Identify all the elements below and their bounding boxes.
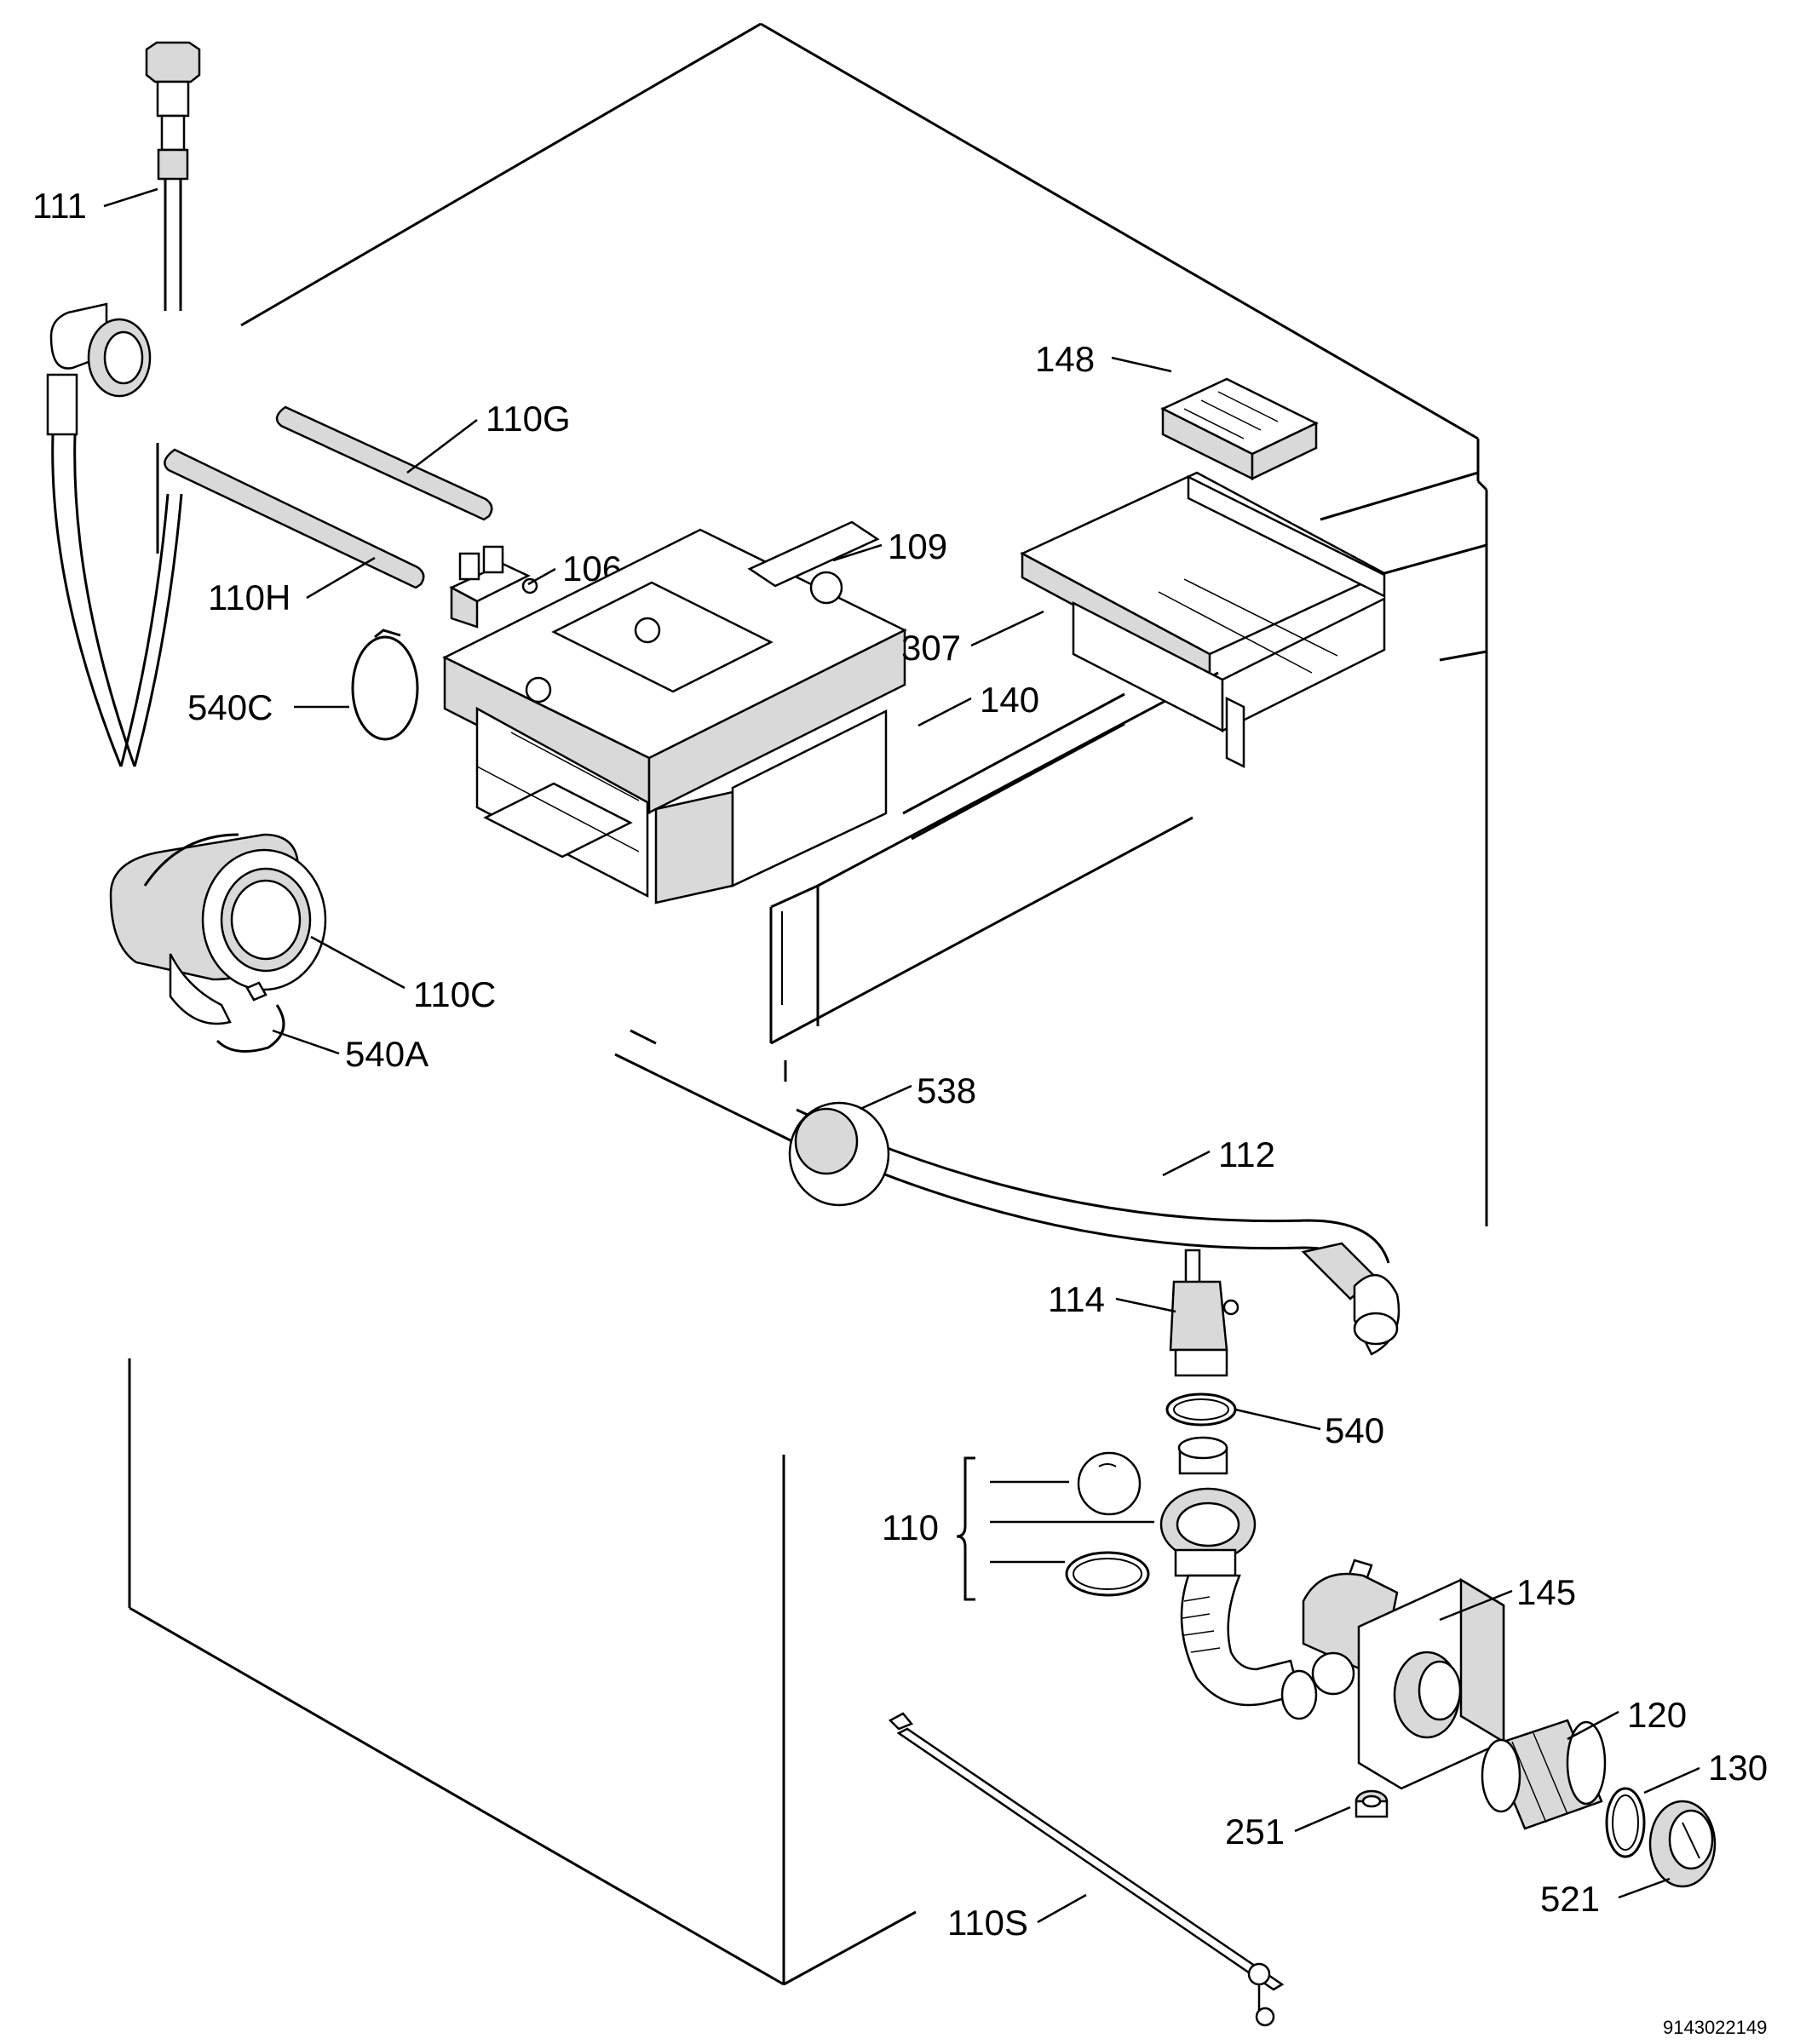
air-chamber-114 bbox=[1169, 1249, 1239, 1377]
leader-109 bbox=[832, 543, 883, 562]
label-540: 540 bbox=[1325, 1410, 1384, 1450]
ring-110 bbox=[1065, 1551, 1150, 1597]
label-148: 148 bbox=[1035, 339, 1095, 379]
inlet-hose-111 bbox=[46, 41, 201, 767]
leader-130 bbox=[1643, 1766, 1700, 1794]
label-110g: 110G bbox=[486, 399, 571, 439]
ball-110 bbox=[1077, 1451, 1142, 1516]
label-110h: 110H bbox=[208, 577, 290, 617]
label-540c: 540C bbox=[187, 687, 273, 727]
valve-106 bbox=[449, 545, 538, 629]
label-111: 111 bbox=[32, 186, 87, 226]
drain-hose-112 bbox=[796, 1108, 1401, 1356]
label-110c: 110C bbox=[413, 974, 496, 1014]
leader-110s bbox=[1037, 1893, 1087, 1924]
seal-130 bbox=[1605, 1787, 1646, 1858]
label-140: 140 bbox=[980, 680, 1039, 720]
leader-540 bbox=[1234, 1408, 1321, 1431]
handle-148 bbox=[1160, 377, 1319, 481]
kit-110-bracket bbox=[956, 1456, 975, 1601]
dispenser-housing-140 bbox=[442, 520, 907, 904]
leader-112 bbox=[1162, 1150, 1211, 1177]
leader-106 bbox=[527, 567, 556, 586]
leader-521 bbox=[1618, 1877, 1671, 1899]
emptying-hose-110s bbox=[888, 1712, 1285, 2027]
hoses-110g-110h bbox=[164, 405, 493, 589]
leader-111 bbox=[103, 187, 158, 208]
filter-120 bbox=[1481, 1719, 1607, 1830]
clamp-540a bbox=[216, 981, 285, 1053]
cabinet-outline bbox=[128, 22, 1488, 1986]
pump-145 bbox=[1302, 1559, 1505, 1790]
label-110s: 110S bbox=[947, 1903, 1028, 1943]
clamp-540 bbox=[1165, 1392, 1237, 1427]
leader-110h bbox=[306, 556, 376, 600]
label-251: 251 bbox=[1225, 1811, 1285, 1852]
label-112: 112 bbox=[1218, 1134, 1275, 1174]
label-109: 109 bbox=[888, 526, 947, 566]
label-538: 538 bbox=[917, 1071, 976, 1111]
label-521: 521 bbox=[1540, 1879, 1600, 1919]
leader-110c bbox=[310, 935, 405, 990]
leader-538 bbox=[860, 1084, 912, 1111]
leader-540a bbox=[272, 1029, 340, 1055]
bellows-110c bbox=[109, 833, 327, 1025]
leader-114 bbox=[1115, 1297, 1176, 1313]
grommet-538 bbox=[788, 1101, 890, 1207]
diagram-code: 9143022149 bbox=[1663, 2017, 1767, 2038]
label-540a: 540A bbox=[345, 1034, 428, 1074]
leader-251 bbox=[1294, 1806, 1351, 1833]
label-145: 145 bbox=[1516, 1572, 1576, 1612]
leader-120 bbox=[1567, 1710, 1619, 1741]
label-110: 110 bbox=[882, 1507, 939, 1547]
label-130: 130 bbox=[1708, 1748, 1768, 1788]
leader-307 bbox=[970, 610, 1044, 647]
label-307: 307 bbox=[901, 628, 961, 668]
label-114: 114 bbox=[1048, 1279, 1105, 1319]
leader-110g bbox=[406, 419, 478, 474]
leader-145 bbox=[1439, 1589, 1513, 1622]
detergent-drawer-307 bbox=[1020, 471, 1387, 769]
nut-251 bbox=[1354, 1789, 1389, 1818]
leader-140 bbox=[917, 697, 972, 727]
leader-148 bbox=[1111, 356, 1172, 373]
label-120: 120 bbox=[1627, 1695, 1687, 1735]
sump-hose-110 bbox=[1159, 1436, 1318, 1720]
clamp-540c bbox=[351, 629, 419, 741]
cap-521 bbox=[1648, 1800, 1717, 1888]
